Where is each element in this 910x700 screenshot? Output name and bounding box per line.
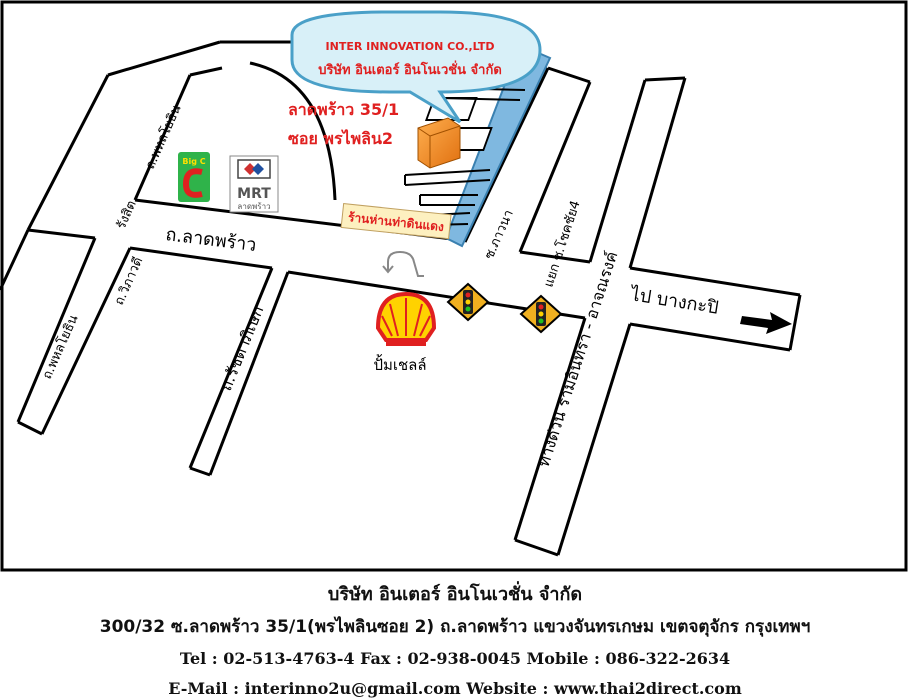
arrow-right-icon: [740, 312, 792, 334]
road-chokchai4: [588, 76, 687, 269]
bubble-company-en: INTER INNOVATION CO.,LTD: [326, 40, 495, 53]
shell-logo: [375, 291, 437, 346]
map-drawing: INTER INNOVATION CO.,LTD บริษัท อินเตอร์…: [0, 0, 908, 572]
location-label-2: ซอย พรไพลิน2: [288, 129, 393, 148]
company-bubble: INTER INNOVATION CO.,LTD บริษัท อินเตอร์…: [290, 10, 542, 124]
bigc-logo: Big C: [178, 152, 210, 202]
map-area: INTER INNOVATION CO.,LTD บริษัท อินเตอร์…: [0, 0, 908, 572]
svg-text:MRT: MRT: [237, 186, 271, 202]
u-turn-icon: [382, 250, 424, 277]
mrt-logo: MRT ลาดพร้าว: [229, 155, 279, 213]
building-icon: [417, 117, 461, 169]
map-border: [0, 0, 908, 572]
location-label-1: ลาดพร้าว 35/1: [288, 100, 399, 119]
store-label: ร้านห่านท่าดินแดง: [340, 202, 452, 240]
svg-text:Big C: Big C: [182, 157, 205, 166]
traffic-light-icon: [519, 294, 563, 334]
road-curve: [249, 61, 337, 201]
road-expressway: [513, 317, 632, 557]
road-ratchadaphisek: [188, 267, 290, 477]
contact-footer: บริษัท อินเตอร์ อินโนเวชั่น จำกัด 300/32…: [0, 573, 910, 700]
road-soi-kawna: [463, 66, 592, 253]
footer-web: E-Mail : interinno2u@gmail.com Website :…: [168, 679, 742, 698]
shell-label: ปั้มเชลล์: [373, 354, 426, 374]
footer-contact: Tel : 02-513-4763-4 Fax : 02-938-0045 Mo…: [179, 649, 731, 668]
footer-company: บริษัท อินเตอร์ อินโนเวชั่น จำกัด: [327, 584, 583, 605]
bubble-company-th: บริษัท อินเตอร์ อินโนเวชั่น จำกัด: [318, 60, 502, 78]
traffic-light-icon: [446, 282, 490, 322]
footer-address: 300/32 ซ.ลาดพร้าว 35/1(พรไพลินซอย 2) ถ.ล…: [99, 617, 811, 637]
svg-text:ลาดพร้าว: ลาดพร้าว: [237, 202, 270, 211]
road-vibhavadi: [16, 237, 132, 436]
